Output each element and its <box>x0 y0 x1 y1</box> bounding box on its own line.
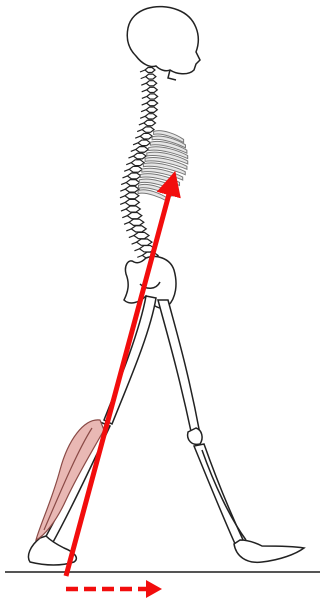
spinous-process <box>124 222 129 224</box>
vertebra <box>127 173 140 179</box>
spinous-process <box>121 209 126 211</box>
vertebra <box>125 186 139 192</box>
vertebra <box>125 199 139 205</box>
spinous-process <box>122 176 127 178</box>
vertebra <box>138 140 150 146</box>
vertebra <box>147 94 158 99</box>
spinous-process <box>126 163 131 165</box>
spinous-process <box>142 90 147 92</box>
vertebra <box>146 81 156 86</box>
vertebra <box>147 87 158 92</box>
vertebra <box>127 213 142 219</box>
spinous-process <box>133 143 138 145</box>
front-foot <box>234 540 304 562</box>
vertebra <box>142 127 154 132</box>
spinous-process <box>137 255 142 257</box>
spinous-process <box>140 116 145 118</box>
spinous-process <box>132 242 137 244</box>
front-femur <box>158 300 200 436</box>
front-leg <box>158 300 304 562</box>
vertebra <box>131 226 146 232</box>
spinous-process <box>128 156 133 158</box>
spinous-process <box>121 183 126 185</box>
spinous-process <box>139 123 144 125</box>
spinous-process <box>135 136 140 138</box>
spinous-process <box>141 77 146 79</box>
vertebra <box>125 193 139 199</box>
vertebra <box>144 120 156 125</box>
spinous-process <box>129 236 134 238</box>
spinous-process <box>126 229 131 231</box>
spinous-process <box>140 70 145 72</box>
vertebra <box>145 114 156 119</box>
front-patella <box>188 428 202 444</box>
spinous-process <box>141 83 146 85</box>
vertebra <box>136 147 148 153</box>
vertebra <box>146 74 156 79</box>
vertebra <box>147 100 158 105</box>
vertebra <box>133 153 146 159</box>
spinous-process <box>142 96 147 98</box>
vertebra <box>140 133 152 139</box>
vertebra <box>126 206 140 212</box>
spinous-process <box>142 103 147 105</box>
spinous-process <box>124 169 129 171</box>
skull-icon <box>127 7 200 80</box>
spinous-process <box>131 149 136 151</box>
spinous-process <box>134 249 139 251</box>
force-vector-arrow <box>66 183 172 576</box>
spinous-process <box>120 202 125 204</box>
vertebra <box>145 68 155 73</box>
vertebra <box>146 107 157 112</box>
vertebra <box>134 232 149 238</box>
spinous-process <box>122 216 127 218</box>
vertebra <box>137 239 152 245</box>
vertebra <box>126 180 140 186</box>
spinous-process <box>137 130 142 132</box>
propulsion-arrow <box>66 580 162 598</box>
vertebra <box>129 166 142 172</box>
spinous-process <box>120 189 125 191</box>
spinous-process <box>141 110 146 112</box>
spinous-process <box>120 196 125 198</box>
vertebra <box>131 160 144 166</box>
propulsion-arrowhead <box>146 580 162 598</box>
front-tibia <box>194 444 244 546</box>
vertebra <box>129 219 144 225</box>
